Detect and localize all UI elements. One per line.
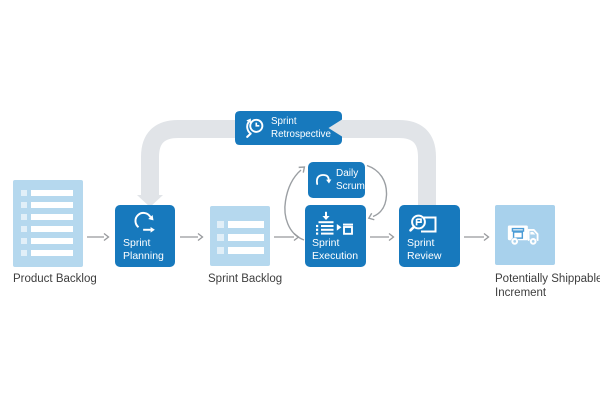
- list-icon: [21, 250, 83, 256]
- product-backlog-label: Product Backlog: [13, 273, 97, 285]
- node-sprint-backlog: [210, 206, 270, 266]
- list-icon: [21, 226, 83, 232]
- node-daily-scrum: Daily Scrum: [308, 162, 365, 198]
- sprint-backlog-label: Sprint Backlog: [208, 273, 283, 285]
- tasks-to-done-icon: [316, 211, 353, 235]
- list-icon: [21, 190, 83, 196]
- cycle-arrow-icon: [316, 174, 332, 185]
- sprint-planning-label: Sprint Planning: [123, 237, 164, 262]
- loop-arrow-up: [284, 166, 306, 241]
- list-icon: [21, 202, 83, 208]
- pipe-arrowhead: [137, 195, 163, 207]
- sprint-execution-label: Sprint Execution: [312, 237, 359, 262]
- list-icon: [21, 238, 83, 244]
- list-icon: [217, 221, 270, 228]
- daily-scrum-label: Daily Scrum: [336, 168, 365, 192]
- list-icon: [217, 234, 270, 241]
- list-icon: [21, 214, 83, 220]
- node-sprint-planning: Sprint Planning: [115, 205, 175, 267]
- node-potentially-shippable-increment: [495, 205, 555, 265]
- retrospective-banner-shape: [235, 111, 342, 145]
- list-icon: [217, 247, 270, 254]
- history-clock-icon: [246, 118, 264, 138]
- sprint-retrospective-label: Sprint Retrospective: [271, 116, 331, 140]
- node-sprint-review: Sprint Review: [399, 205, 460, 267]
- delivery-truck-icon: [507, 225, 539, 246]
- inspect-magnifier-icon: [409, 214, 437, 233]
- sprint-review-label: Sprint Review: [407, 237, 442, 262]
- node-product-backlog: [13, 180, 83, 267]
- node-sprint-execution: Sprint Execution: [305, 205, 366, 267]
- loop-arrow-down: [366, 164, 388, 221]
- sprint-cycle-icon: [134, 212, 155, 233]
- potentially-shippable-increment-label: Potentially Shippable Increment: [495, 273, 600, 299]
